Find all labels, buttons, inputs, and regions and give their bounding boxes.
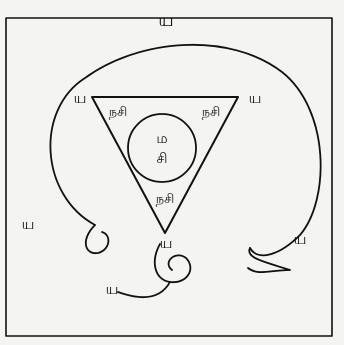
circle-label-top: ம xyxy=(156,131,167,147)
edge-label-bottom: நசி xyxy=(156,192,175,207)
corner-right-label: ய xyxy=(249,89,262,107)
edge-label-right: நசி xyxy=(202,105,221,120)
bottom-tail xyxy=(118,282,170,297)
top-outer-label: ய xyxy=(158,10,173,31)
inner-circle xyxy=(128,114,196,182)
edge-label-left: நசி xyxy=(109,105,128,120)
left-curl-label: ய xyxy=(22,215,35,233)
bottom-tail-label: ய xyxy=(106,280,119,298)
corner-bottom-label: ய xyxy=(160,234,173,252)
right-flourish xyxy=(248,248,290,272)
outer-loop xyxy=(50,45,320,255)
corner-left-label: ய xyxy=(74,89,87,107)
circle-label-bottom: சி xyxy=(157,151,168,167)
right-curl-label: ய xyxy=(294,230,307,248)
left-curl xyxy=(86,225,109,253)
